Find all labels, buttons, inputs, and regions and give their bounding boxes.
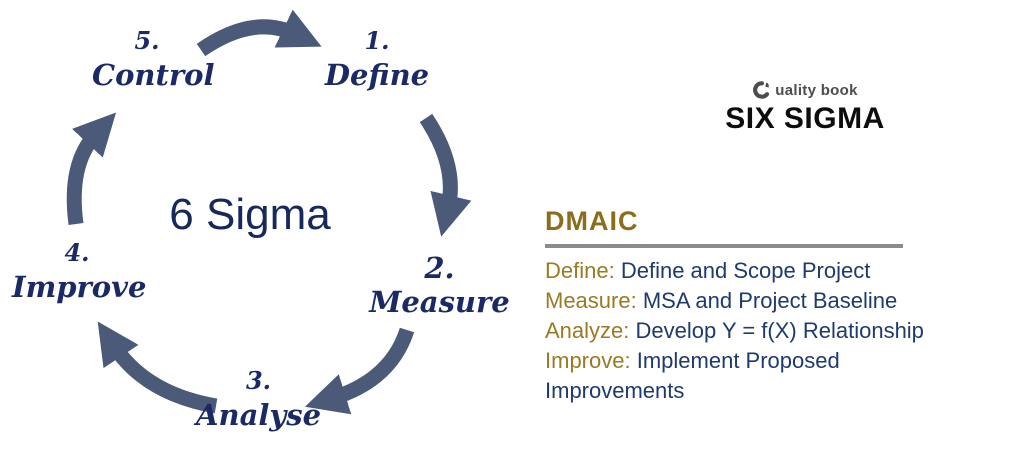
dmaic-line-improve: Improve: Implement Proposed Improvements [545, 346, 905, 406]
cycle-step-analyse: 3. Analyse [196, 366, 321, 434]
dmaic-text: Develop Y = f(X) Relationship [635, 318, 924, 343]
step-label: Control [92, 58, 215, 92]
dmaic-line-measure: Measure: MSA and Project Baseline [545, 286, 975, 316]
dmaic-text: Implement Proposed Improvements [545, 348, 840, 403]
step-label: Define [324, 58, 430, 92]
step-number: 2. [424, 251, 455, 285]
dmaic-heading: DMAIC [545, 206, 639, 236]
dmaic-line-define: Define: Define and Scope Project [545, 256, 975, 286]
dmaic-line-analyze: Analyze: Develop Y = f(X) Relationship [545, 316, 975, 346]
step-number: 5. [134, 26, 160, 55]
dmaic-label: Improve: [545, 348, 631, 373]
step-number: 4. [64, 238, 90, 267]
heading-divider [545, 244, 903, 248]
step-label: Measure [369, 285, 510, 319]
cycle-step-measure: 2. Measure [352, 253, 527, 321]
arrow-improve-to-control-icon [66, 112, 117, 225]
brand-block: uality book SIX SIGMA [700, 80, 910, 136]
arrow-control-to-define-icon [196, 9, 322, 57]
dmaic-label: Define: [545, 258, 615, 283]
brand-title: SIX SIGMA [725, 102, 885, 135]
dmaic-description-list: Define: Define and Scope Project Measure… [545, 256, 975, 406]
cycle-step-define: 1. Define [322, 26, 432, 94]
arrow-define-to-measure-icon [419, 113, 472, 237]
quality-book-logo: uality book [700, 80, 910, 100]
cycle-center-label: 6 Sigma [169, 190, 331, 239]
dmaic-cycle-diagram: 6 Sigma 1. Define 2. Measure 3. Analyse [12, 9, 527, 434]
logo-text: uality book [775, 81, 858, 99]
cycle-step-improve: 4. Improve [12, 238, 147, 306]
step-number: 1. [364, 26, 390, 55]
step-number: 3. [245, 366, 272, 395]
dmaic-label: Analyze: [545, 318, 630, 343]
step-label: Improve [12, 270, 147, 304]
step-label: Analyse [196, 398, 322, 432]
cycle-step-control: 5. Control [92, 26, 215, 94]
dmaic-section: DMAIC Define: Define and Scope Project M… [545, 206, 975, 406]
dmaic-label: Measure: [545, 288, 637, 313]
dmaic-text: Define and Scope Project [620, 258, 871, 283]
dmaic-text: MSA and Project Baseline [642, 288, 898, 313]
q-logo-icon [753, 81, 770, 99]
arrow-measure-to-analyse-icon [304, 327, 415, 415]
arrow-analyse-to-improve-icon [97, 321, 218, 414]
